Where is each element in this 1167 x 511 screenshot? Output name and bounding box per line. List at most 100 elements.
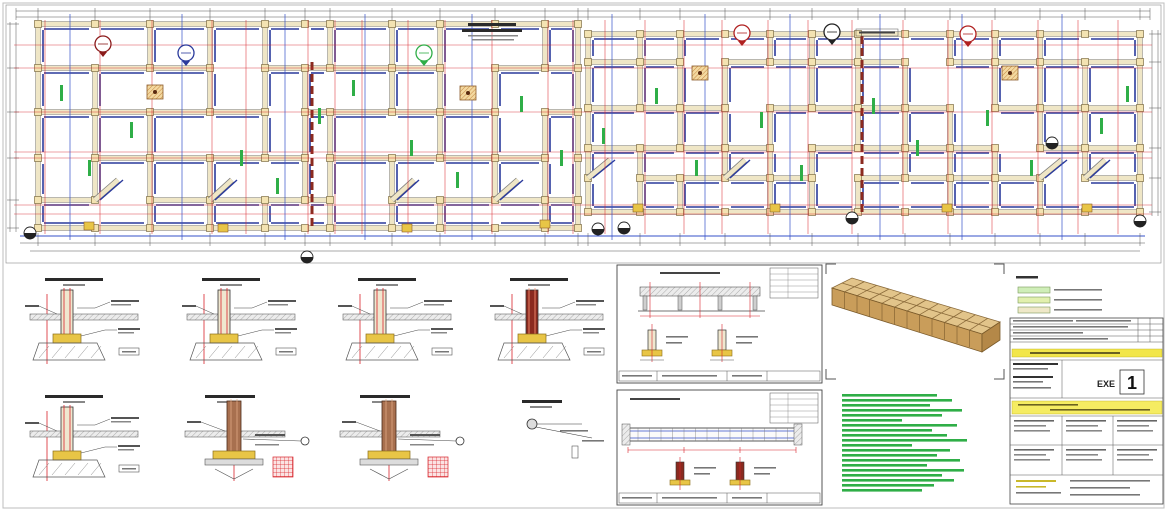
annotation-text: [666, 336, 688, 338]
earth-hatch: [542, 345, 554, 359]
column-pad: [541, 20, 549, 28]
foundation-wall: [1137, 61, 1143, 109]
annotation-text: [25, 305, 39, 307]
annotation-text: [1054, 309, 1102, 311]
foundation-wall: [585, 177, 591, 213]
column-pad: [146, 196, 154, 204]
chamfer-wall-fill: [93, 178, 120, 202]
annotation-text: [468, 23, 516, 26]
annotation-text: [576, 304, 596, 306]
level-marker-fill: [592, 229, 604, 235]
column-pad: [721, 208, 729, 216]
annotation-text: [587, 351, 601, 353]
column-pad: [901, 30, 909, 38]
foundation-wall: [389, 67, 395, 113]
foundation-wall: [992, 61, 998, 109]
chamfer-wall-fill: [208, 178, 234, 202]
footing-section-detail: [182, 278, 297, 364]
column-pad: [636, 30, 644, 38]
annotation-text: [45, 278, 103, 281]
foundation-wall: [811, 105, 859, 111]
annotation-text: [202, 278, 260, 281]
foundation-wall: [904, 31, 951, 37]
earth-hatch: [90, 462, 102, 476]
annotation-text: [1013, 326, 1128, 328]
earth-hatch: [221, 345, 233, 359]
rebar-marker: [410, 140, 413, 156]
annotation-text: [1014, 420, 1054, 422]
column-pad: [636, 104, 644, 112]
annotation-text: [582, 440, 604, 442]
rebar-marker: [916, 140, 919, 156]
plan-label-box: [855, 28, 899, 37]
annotation-text: [1070, 487, 1130, 489]
earth-hatch: [555, 345, 567, 359]
rebar-schedule-row: [842, 424, 957, 427]
foundation-wall: [149, 21, 211, 27]
column-pad: [721, 104, 729, 112]
leader-line: [80, 446, 117, 454]
foundation-wall: [35, 23, 41, 69]
level-marker-icon: [300, 250, 314, 264]
leader-line: [545, 329, 582, 337]
section-marker-icon: [177, 44, 195, 66]
footing: [517, 333, 547, 344]
level-marker-icon: [23, 226, 37, 240]
column-stem: [60, 289, 74, 337]
annotation-text: [111, 417, 139, 419]
rebar-marker: [695, 160, 698, 176]
annotation-text: [1013, 376, 1053, 378]
foundation-wall: [855, 61, 861, 109]
column-pad: [491, 224, 499, 232]
rebar-marker: [1030, 160, 1033, 176]
annotation-text: [1016, 480, 1056, 482]
footing-marker-dot: [153, 90, 157, 94]
foundation-wall: [639, 31, 681, 37]
foundation-wall: [35, 67, 41, 113]
annotation-text: [1014, 425, 1046, 427]
rebar-marker: [986, 110, 989, 126]
annotation-text: [736, 342, 752, 344]
chamfer-wall-fill: [723, 158, 747, 180]
foundation-wall: [722, 61, 728, 109]
foundation-wall: [327, 157, 333, 201]
sheet-number-box: [1119, 369, 1145, 395]
column-pad: [206, 20, 214, 28]
annotation-text: [118, 328, 140, 330]
column-pad: [808, 30, 816, 38]
column-pad: [808, 174, 816, 182]
floor-slab: [342, 313, 452, 321]
foundation-wall: [677, 107, 683, 149]
foundation-wall: [679, 145, 726, 151]
footing-section-detail: [25, 278, 140, 364]
column-pad: [584, 208, 592, 216]
level-marker-fill: [24, 233, 36, 239]
annotation-text: [63, 401, 85, 403]
foundation-wall: [677, 177, 683, 213]
foundation-wall: [904, 105, 951, 111]
annotation-text: [1066, 449, 1106, 451]
column-pad: [946, 174, 954, 182]
footing-tag: [83, 221, 95, 231]
rebar-schedule-row: [842, 399, 952, 402]
rebar-marker: [760, 112, 763, 128]
column-stem: [217, 289, 231, 337]
column-pad: [766, 144, 774, 152]
footing: [367, 450, 411, 460]
foundation-wall: [1137, 107, 1143, 149]
section-sheets: [616, 264, 823, 506]
foundation-wall: [994, 59, 1041, 65]
rebar-schedule-row: [842, 439, 967, 442]
rebar-schedule-row: [842, 459, 960, 462]
column-pad: [1036, 104, 1044, 112]
rebar-marker: [240, 150, 243, 166]
annotation-text: [358, 278, 416, 281]
annotation-text: [338, 305, 352, 307]
foundation-wall: [262, 67, 268, 113]
excavation-outline: [32, 459, 106, 478]
footing-section-detail: [25, 395, 140, 481]
level-marker-fill: [1046, 143, 1058, 149]
annotation-text: [1066, 425, 1098, 427]
column-pad: [901, 144, 909, 152]
footing-tag: [217, 223, 229, 233]
